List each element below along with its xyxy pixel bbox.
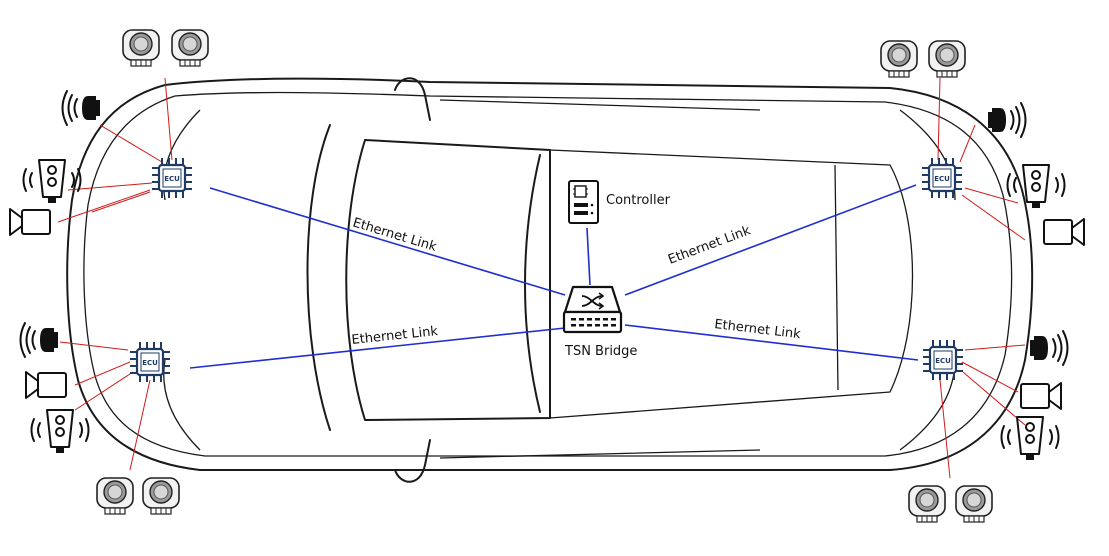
ecu-front-left: ECU: [150, 156, 194, 200]
speaker-icon: [987, 102, 1027, 138]
ecu-label: ECU: [934, 175, 950, 183]
tsn-bridge: [562, 285, 623, 334]
tsn-bridge-label: TSN Bridge: [564, 344, 637, 359]
controller-label: Controller: [606, 193, 671, 208]
ethernet-link-label: Ethernet Link: [714, 317, 802, 342]
ecu-label: ECU: [935, 357, 951, 365]
ecu-label: ECU: [142, 359, 158, 367]
ultrasonic-sensor-icon: [928, 40, 966, 78]
ethernet-link-label: Ethernet Link: [351, 324, 439, 348]
speaker-icon: [1029, 330, 1069, 366]
ultrasonic-sensor-icon: [880, 40, 918, 78]
speaker-icon: [19, 322, 59, 358]
ecu-label: ECU: [164, 175, 180, 183]
speaker-icon: [61, 90, 101, 126]
ultrasonic-sensor-icon: [96, 477, 134, 515]
ultrasonic-sensor-icon: [171, 29, 209, 67]
radar-icon: [1000, 416, 1060, 461]
ecu-rear-right: ECU: [921, 338, 965, 382]
camera-icon: [1043, 218, 1085, 246]
car-top-view: [66, 77, 1034, 483]
ethernet-links: [189, 184, 919, 369]
ultrasonic-sensor-icon: [908, 485, 946, 523]
controller: [568, 180, 599, 224]
radar-icon: [30, 409, 90, 454]
ultrasonic-sensor-icon: [122, 29, 160, 67]
ecu-front-right: ECU: [920, 156, 964, 200]
ultrasonic-sensor-icon: [142, 477, 180, 515]
camera-icon: [25, 371, 67, 399]
camera-icon: [9, 208, 51, 236]
ethernet-link-label: Ethernet Link: [666, 223, 753, 268]
ecu-rear-left: ECU: [128, 340, 172, 384]
sensor-links: [57, 77, 1026, 479]
ultrasonic-sensor-icon: [955, 485, 993, 523]
camera-icon: [1020, 382, 1062, 410]
